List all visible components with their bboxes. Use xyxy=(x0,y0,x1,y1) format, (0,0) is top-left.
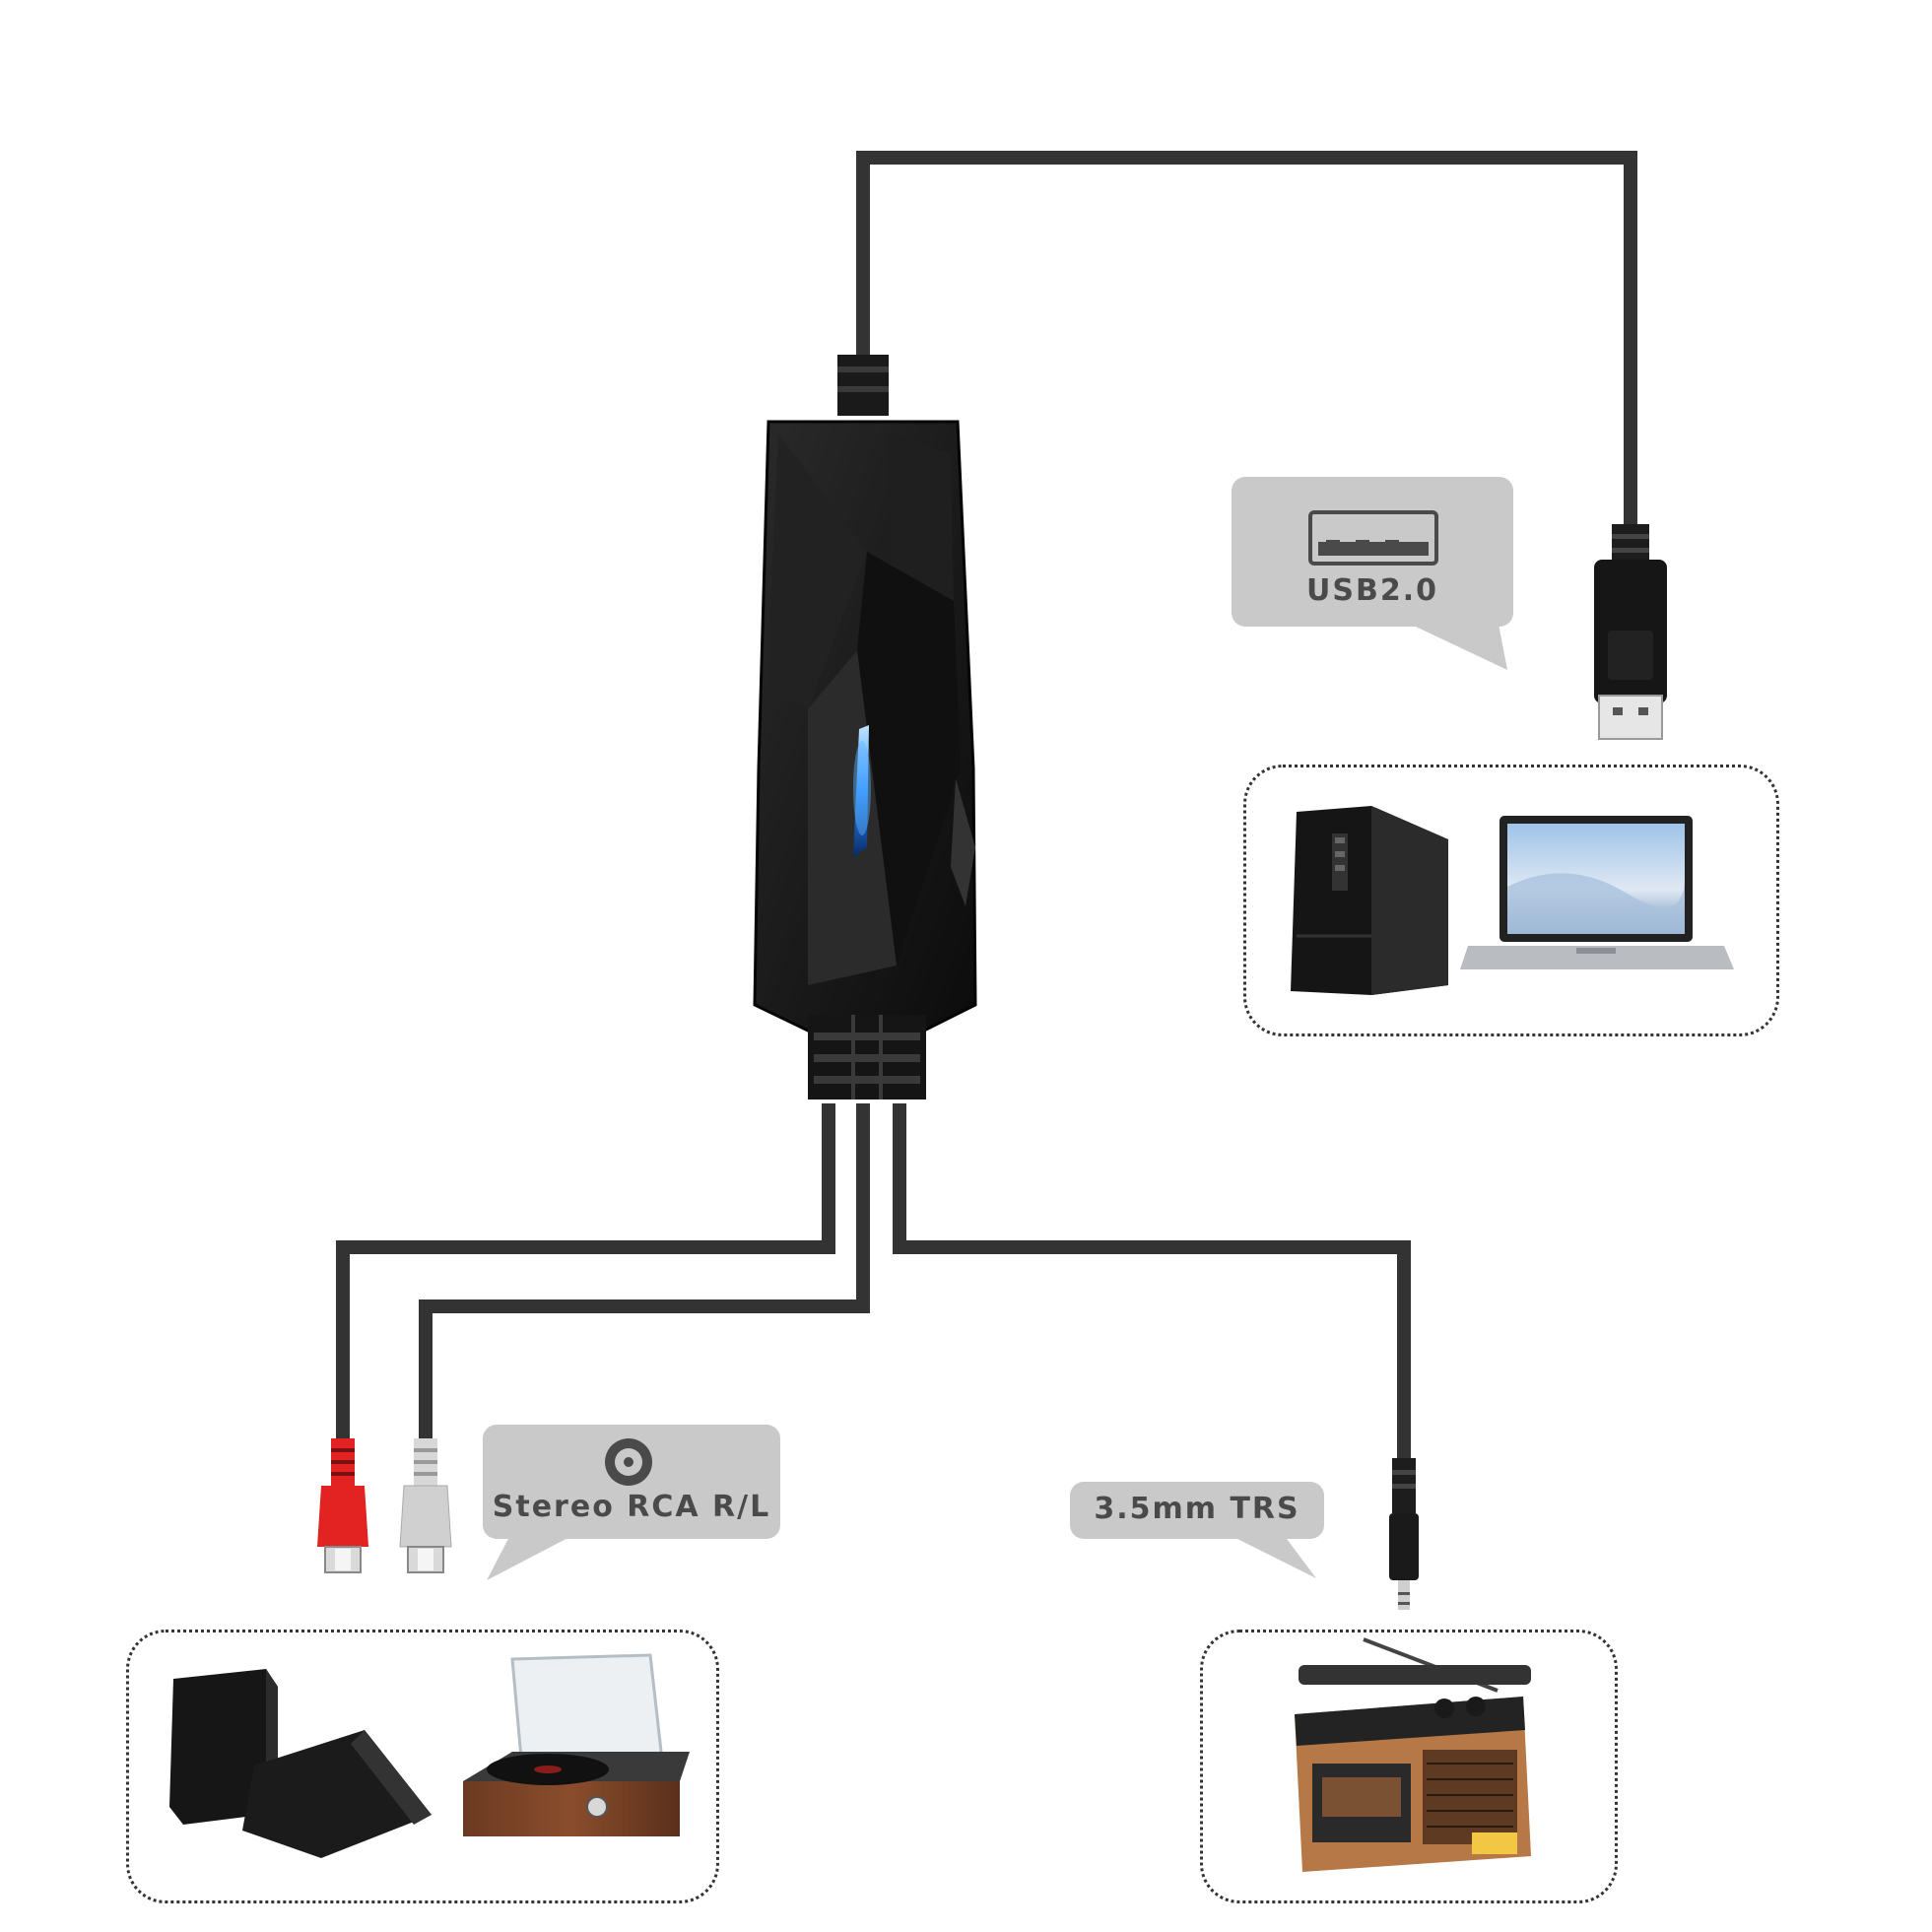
trs-label: 3.5mm TRS xyxy=(1094,1492,1300,1526)
usb-label: USB2.0 xyxy=(1306,573,1438,608)
cables xyxy=(336,151,1637,1458)
trs-callout: 3.5mm TRS xyxy=(1070,1482,1324,1539)
usb-port-icon xyxy=(1308,510,1438,566)
rca-red-plug xyxy=(317,1438,368,1573)
usb-cable xyxy=(856,151,1637,552)
status-led xyxy=(853,725,869,857)
radio-group-box xyxy=(1200,1630,1618,1903)
rca-white-plug xyxy=(399,1438,452,1573)
disc-icon xyxy=(605,1438,652,1486)
rca-white-cable xyxy=(419,1103,870,1438)
trs-35mm-plug xyxy=(1389,1458,1419,1610)
rca-callout-pointer xyxy=(487,1531,581,1580)
usb-callout-pointer xyxy=(1399,619,1507,670)
usb-a-plug xyxy=(1594,524,1667,740)
computer-group-box xyxy=(1243,765,1779,1036)
cassette-radio xyxy=(1295,1637,1531,1872)
speaker-group-box xyxy=(126,1630,719,1903)
speakers-and-turntable xyxy=(169,1653,690,1858)
trs-callout-pointer xyxy=(1222,1531,1316,1578)
usb-callout: USB2.0 xyxy=(1232,477,1513,627)
usb-audio-adapter xyxy=(753,355,977,1099)
trs-cable xyxy=(893,1103,1411,1458)
rca-callout: Stereo RCA R/L xyxy=(483,1425,780,1539)
rca-red-cable xyxy=(336,1103,835,1438)
rca-label: Stereo RCA R/L xyxy=(492,1490,771,1524)
computer-devices xyxy=(1291,806,1734,995)
